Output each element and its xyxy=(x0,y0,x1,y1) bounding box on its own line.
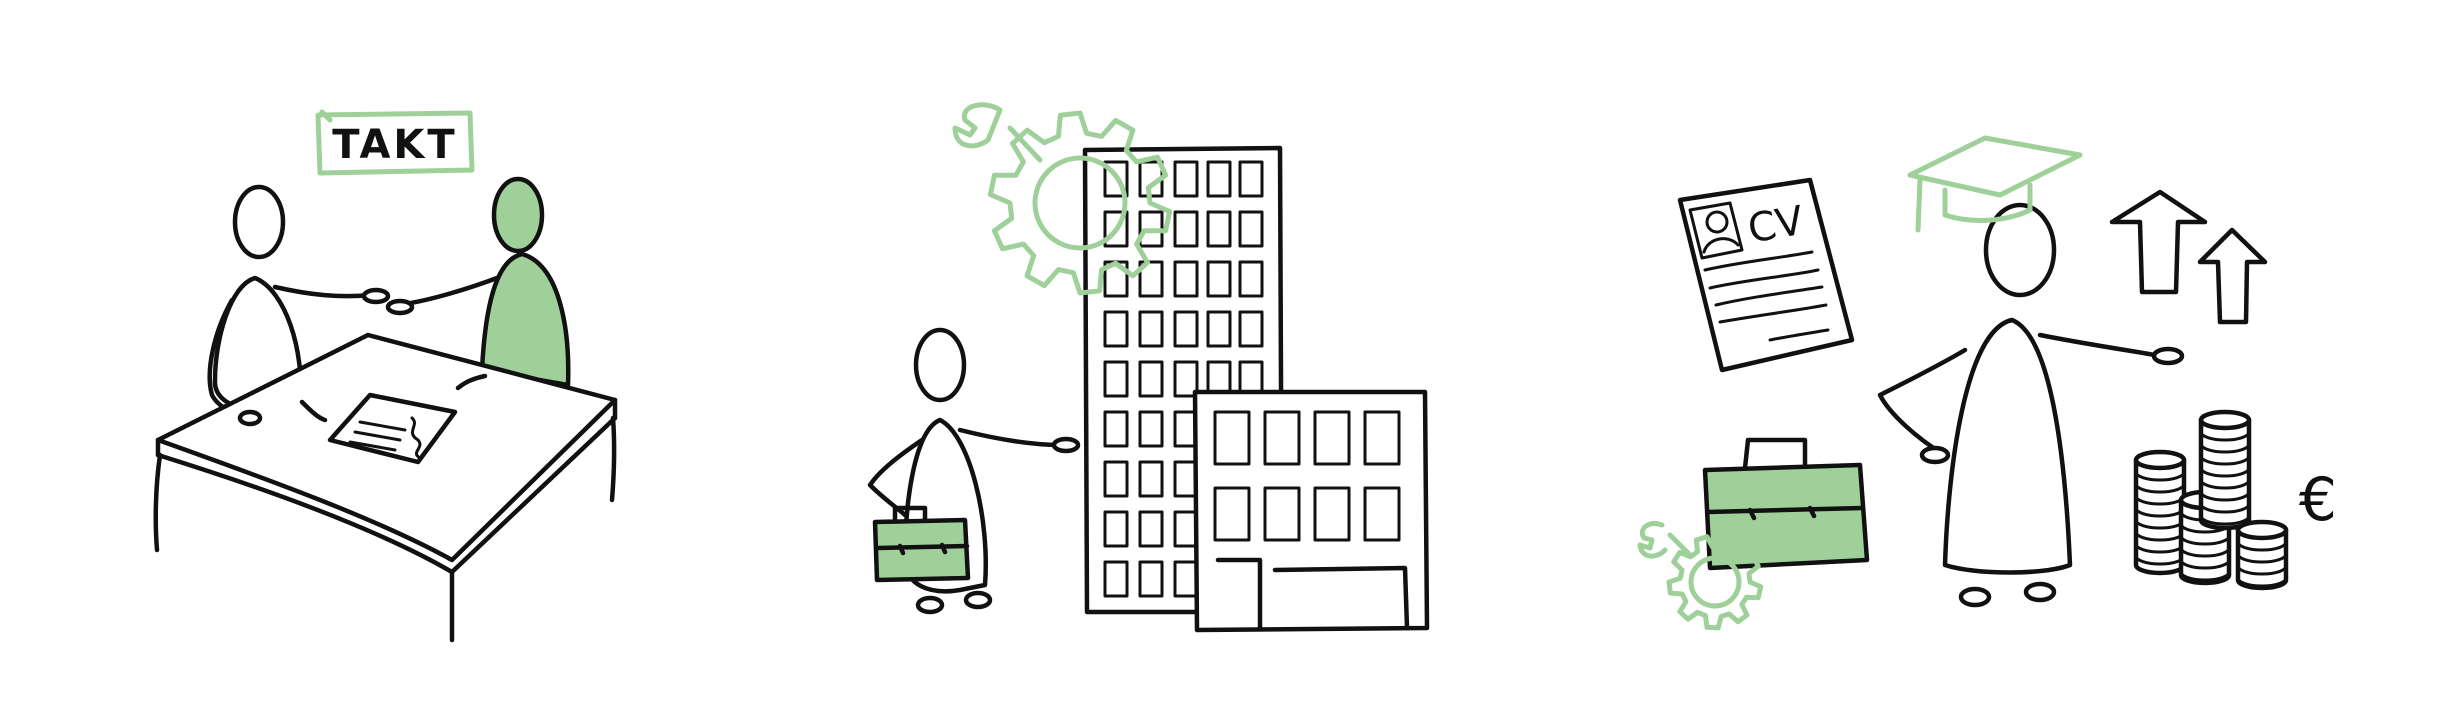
coin-stack xyxy=(2235,519,2289,591)
window xyxy=(1238,210,1264,248)
window xyxy=(1173,160,1199,198)
window xyxy=(1238,260,1264,298)
building-windows xyxy=(1213,410,1401,542)
window xyxy=(1206,310,1232,348)
person-head xyxy=(232,184,286,260)
window xyxy=(1103,510,1129,548)
window xyxy=(1173,310,1199,348)
window xyxy=(1103,560,1129,598)
window xyxy=(1173,260,1199,298)
window xyxy=(1138,510,1164,548)
window xyxy=(1103,210,1129,248)
arrow-up-icon xyxy=(2109,189,2208,295)
window xyxy=(1138,260,1164,298)
person-body xyxy=(479,251,571,388)
window xyxy=(1138,560,1164,598)
cv-document-icon: CV xyxy=(1677,177,1855,373)
person-head xyxy=(1983,202,2057,298)
window xyxy=(1138,410,1164,448)
euro-icon: € xyxy=(2299,465,2337,535)
briefcase-icon xyxy=(1702,437,1870,571)
window xyxy=(1313,410,1351,466)
window xyxy=(1138,360,1164,398)
takt-sign-label: TAKT xyxy=(332,122,457,168)
panel-agreement: TAKT xyxy=(153,109,618,643)
window xyxy=(1103,160,1129,198)
person-head xyxy=(491,176,545,254)
coin-stack xyxy=(2198,409,2252,531)
window xyxy=(1138,310,1164,348)
window xyxy=(1103,310,1129,348)
takt-sign: TAKT xyxy=(315,109,475,176)
person-body xyxy=(1942,317,2073,575)
window xyxy=(1263,486,1301,542)
panel-career: CV xyxy=(1637,135,2337,631)
gear-wrench-icon xyxy=(1637,521,1764,631)
window xyxy=(1138,460,1164,498)
person-icon xyxy=(207,184,391,415)
window xyxy=(1363,486,1401,542)
window xyxy=(1363,410,1401,466)
window xyxy=(1206,160,1232,198)
window xyxy=(1103,460,1129,498)
window xyxy=(1173,210,1199,248)
window xyxy=(1238,160,1264,198)
window xyxy=(1213,486,1251,542)
window xyxy=(1103,360,1129,398)
window xyxy=(1206,210,1232,248)
office-building-icon xyxy=(1192,389,1430,633)
window xyxy=(1173,360,1199,398)
graduate-icon xyxy=(1877,135,2185,608)
cv-label: CV xyxy=(1745,198,1808,253)
briefcase-icon xyxy=(872,505,971,583)
window xyxy=(1238,310,1264,348)
window xyxy=(1263,410,1301,466)
person-icon xyxy=(385,176,571,388)
contract-icon xyxy=(327,392,458,465)
window xyxy=(1103,410,1129,448)
panel-company xyxy=(867,102,1430,633)
person-head xyxy=(913,327,967,403)
window xyxy=(1213,410,1251,466)
window xyxy=(1206,260,1232,298)
coin-stack-icon xyxy=(2133,409,2289,591)
gear-wrench-icon xyxy=(952,102,1173,296)
window xyxy=(1313,486,1351,542)
graduation-cap-icon xyxy=(1907,135,2083,233)
arrow-up-icon xyxy=(2197,227,2268,325)
coin-stack xyxy=(2133,449,2187,576)
